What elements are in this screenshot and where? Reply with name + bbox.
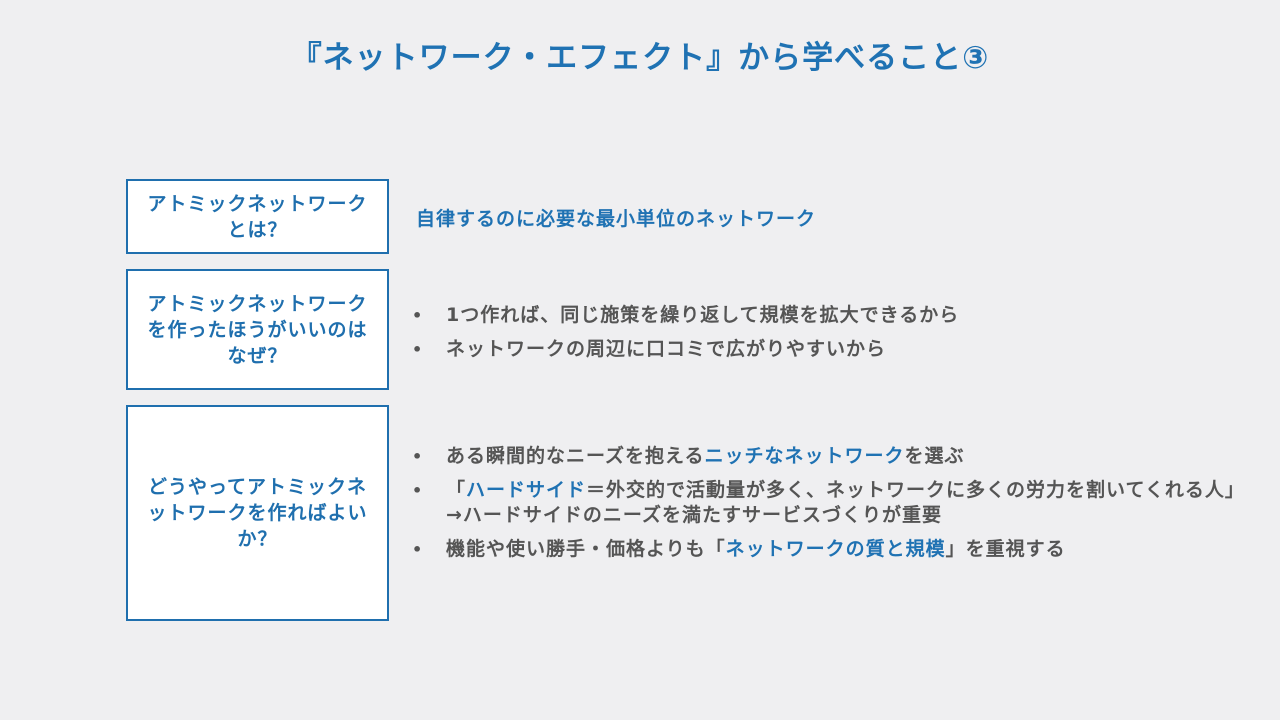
list-item: • ネットワークの周辺に口コミで広がりやすいから: [412, 337, 959, 362]
question-text: アトミックネットワークとは？: [147, 192, 368, 241]
highlight-text: ニッチなネットワーク: [704, 445, 905, 467]
question-box-how: どうやってアトミックネットワークを作ればよいか？: [126, 405, 389, 621]
question-box-why: アトミックネットワークを作ったほうがいいのはなぜ？: [126, 269, 389, 390]
question-text: どうやってアトミックネットワークを作ればよいか？: [147, 476, 368, 550]
list-item: • ある瞬間的なニーズを抱えるニッチなネットワークを選ぶ: [412, 444, 1245, 469]
bullet-list-how: • ある瞬間的なニーズを抱えるニッチなネットワークを選ぶ • 「ハードサイド＝外…: [412, 444, 1245, 571]
bullet-list-why: • 1つ作れば、同じ施策を繰り返して規模を拡大できるから • ネットワークの周辺…: [412, 303, 959, 371]
bullet-text-pre: 「: [446, 479, 467, 501]
bullet-marker: •: [412, 540, 424, 559]
list-item: • 機能や使い勝手・価格よりも「ネットワークの質と規模」を重視する: [412, 537, 1245, 562]
bullet-text: ネットワークの周辺に口コミで広がりやすいから: [446, 338, 887, 360]
highlight-text: ハードサイド: [466, 479, 587, 501]
question-box-definition: アトミックネットワークとは？: [126, 179, 389, 254]
slide-title: 『ネットワーク・エフェクト』から学べること③: [290, 40, 990, 76]
question-text: アトミックネットワークを作ったほうがいいのはなぜ？: [147, 292, 368, 367]
answer-text-definition: 自律するのに必要な最小単位のネットワーク: [416, 208, 817, 230]
list-item: • 1つ作れば、同じ施策を繰り返して規模を拡大できるから: [412, 303, 959, 328]
bullet-text-pre: 機能や使い勝手・価格よりも「: [446, 538, 726, 560]
bullet-text-post: を選ぶ: [904, 445, 965, 467]
highlight-text: ネットワークの質と規模: [725, 538, 946, 560]
bullet-text-post: ＝外交的で活動量が多く、ネットワークに多くの労力を割いてくれる人」: [586, 479, 1245, 501]
bullet-marker: •: [412, 481, 424, 500]
list-item: • 「ハードサイド＝外交的で活動量が多く、ネットワークに多くの労力を割いてくれる…: [412, 478, 1245, 528]
bullet-marker: •: [412, 306, 424, 325]
bullet-marker: •: [412, 447, 424, 466]
bullet-marker: •: [412, 340, 424, 359]
bullet-text: 1つ作れば、同じ施策を繰り返して規模を拡大できるから: [446, 304, 960, 326]
bullet-text-pre: ある瞬間的なニーズを抱える: [446, 445, 705, 467]
bullet-text-line2: →ハードサイドのニーズを満たすサービスづくりが重要: [446, 504, 942, 526]
bullet-text-post: 」を重視する: [945, 538, 1066, 560]
